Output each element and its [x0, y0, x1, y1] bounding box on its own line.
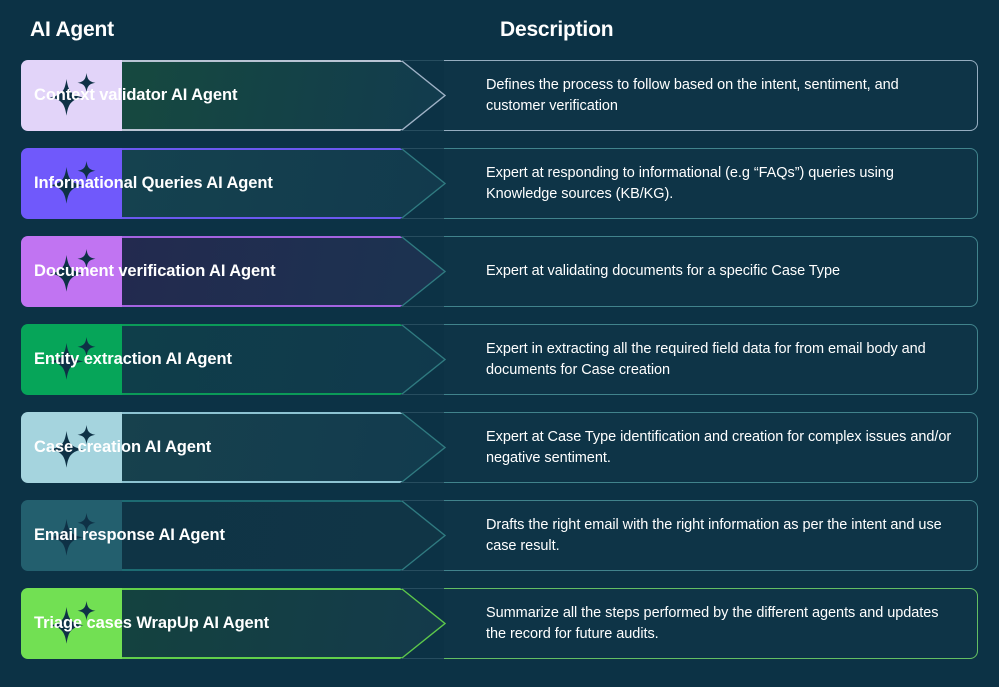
- column-header-description: Description: [500, 18, 614, 41]
- agent-name: Informational Queries AI Agent: [34, 173, 273, 192]
- agent-name: Triage cases WrapUp AI Agent: [34, 613, 269, 632]
- agent-name-panel-background: [122, 588, 444, 659]
- column-header-ai-agent: AI Agent: [30, 18, 114, 41]
- agent-description: Expert at Case Type identification and c…: [486, 428, 952, 466]
- sparkle-icon: [45, 599, 99, 649]
- agent-badge: [21, 60, 122, 131]
- agent-name-panel-bottom-edge: [122, 481, 444, 483]
- agent-identity-block: Case creation AI Agent: [0, 412, 447, 483]
- agent-row[interactable]: Email response AI Agent Drafts the right …: [0, 500, 999, 571]
- agent-description-card: Expert at Case Type identification and c…: [444, 412, 978, 483]
- agent-description: Drafts the right email with the right in…: [486, 516, 942, 554]
- agent-name-panel-background: [122, 236, 444, 307]
- agent-badge: [21, 500, 122, 571]
- agent-row-list: Context validator AI Agent Defines the pr…: [0, 60, 999, 676]
- sparkle-icon: [45, 71, 99, 121]
- agent-name-panel: [122, 148, 444, 219]
- agent-badge: [21, 588, 122, 659]
- agent-row[interactable]: Context validator AI Agent Defines the pr…: [0, 60, 999, 131]
- agent-row[interactable]: Triage cases WrapUp AI Agent Summarize al…: [0, 588, 999, 659]
- agent-row[interactable]: Document verification AI Agent Expert at …: [0, 236, 999, 307]
- agent-name-panel-bottom-edge: [122, 569, 444, 571]
- agent-name-panel-bottom-edge: [122, 393, 444, 395]
- agent-identity-block: Document verification AI Agent: [0, 236, 447, 307]
- agent-identity-block: Informational Queries AI Agent: [0, 148, 447, 219]
- agent-description: Expert at validating documents for a spe…: [486, 263, 841, 280]
- agent-identity-block: Email response AI Agent: [0, 500, 447, 571]
- agent-badge: [21, 148, 122, 219]
- agent-name-panel-bottom-edge: [122, 657, 444, 659]
- agent-description: Expert at responding to informational (e…: [486, 164, 894, 202]
- agent-badge: [21, 236, 122, 307]
- sparkle-icon: [45, 335, 99, 385]
- agent-name: Context validator AI Agent: [34, 85, 238, 104]
- sparkle-icon: [45, 511, 99, 561]
- agent-description-card: Expert at responding to informational (e…: [444, 148, 978, 219]
- sparkle-icon: [45, 247, 99, 297]
- agent-badge: [21, 324, 122, 395]
- agent-name-panel-top-edge: [122, 412, 444, 414]
- agent-name: Document verification AI Agent: [34, 261, 276, 280]
- agent-name-panel: [122, 500, 444, 571]
- agent-name-panel-top-edge: [122, 500, 444, 502]
- agent-description: Expert in extracting all the required fi…: [486, 340, 926, 378]
- agent-description-card: Drafts the right email with the right in…: [444, 500, 978, 571]
- sparkle-icon: [45, 423, 99, 473]
- agent-name-panel-background: [122, 412, 444, 483]
- agent-name-panel-background: [122, 60, 444, 131]
- agent-name-panel-bottom-edge: [122, 129, 444, 131]
- agent-name-panel-background: [122, 148, 444, 219]
- agent-name-panel-top-edge: [122, 588, 444, 590]
- agent-row[interactable]: Entity extraction AI Agent Expert in extr…: [0, 324, 999, 395]
- agent-description-card: Expert at validating documents for a spe…: [444, 236, 978, 307]
- table-header: AI Agent Description: [0, 12, 999, 56]
- agent-name: Email response AI Agent: [34, 525, 225, 544]
- agent-name-panel-bottom-edge: [122, 217, 444, 219]
- agent-description-card: Expert in extracting all the required fi…: [444, 324, 978, 395]
- agent-name: Entity extraction AI Agent: [34, 349, 232, 368]
- agent-identity-block: Entity extraction AI Agent: [0, 324, 447, 395]
- agent-description-card: Defines the process to follow based on t…: [444, 60, 978, 131]
- agent-name-panel-background: [122, 500, 444, 571]
- agent-name-panel-top-edge: [122, 148, 444, 150]
- agent-name-panel: [122, 60, 444, 131]
- agent-badge: [21, 412, 122, 483]
- agent-name: Case creation AI Agent: [34, 437, 212, 456]
- agent-name-panel-background: [122, 324, 444, 395]
- agent-name-panel-top-edge: [122, 236, 444, 238]
- agent-description: Defines the process to follow based on t…: [486, 76, 899, 114]
- agent-description-card: Summarize all the steps performed by the…: [444, 588, 978, 659]
- agent-row[interactable]: Informational Queries AI Agent Expert at …: [0, 148, 999, 219]
- agent-identity-block: Triage cases WrapUp AI Agent: [0, 588, 447, 659]
- agent-name-panel: [122, 412, 444, 483]
- agent-description: Summarize all the steps performed by the…: [486, 604, 939, 642]
- agent-name-panel: [122, 236, 444, 307]
- agent-row[interactable]: Case creation AI Agent Expert at Case Typ…: [0, 412, 999, 483]
- sparkle-icon: [45, 159, 99, 209]
- agent-name-panel: [122, 588, 444, 659]
- agent-name-panel-bottom-edge: [122, 305, 444, 307]
- agent-name-panel-top-edge: [122, 60, 444, 62]
- agent-identity-block: Context validator AI Agent: [0, 60, 447, 131]
- agent-name-panel-top-edge: [122, 324, 444, 326]
- agent-name-panel: [122, 324, 444, 395]
